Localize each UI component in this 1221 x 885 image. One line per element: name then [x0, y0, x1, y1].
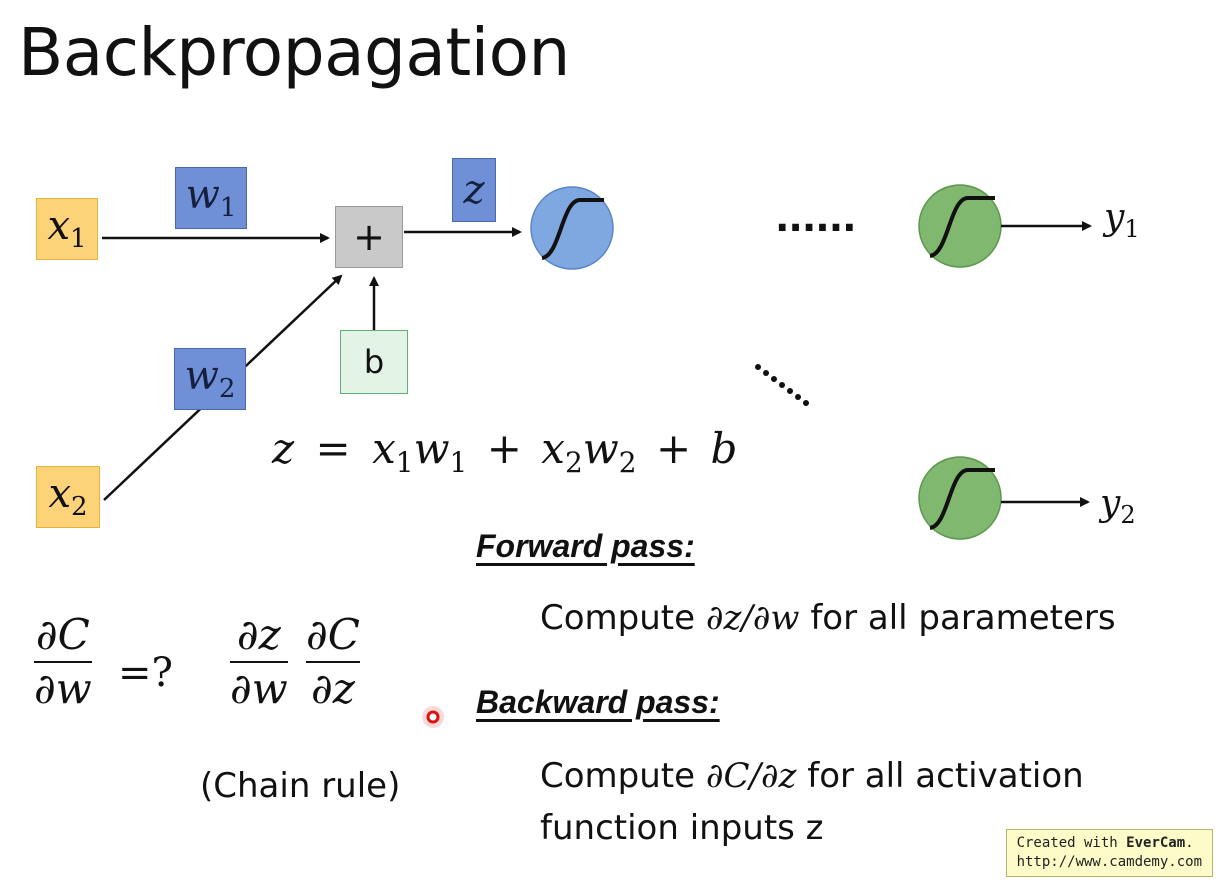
z-label: z	[463, 167, 485, 213]
z-box: z	[452, 158, 496, 222]
forward-pass-heading: Forward pass:	[476, 528, 695, 564]
weight-w2-box: w2	[174, 348, 246, 410]
evercam-watermark: Created with EverCam. http://www.camdemy…	[1005, 829, 1213, 877]
sum-node: +	[335, 206, 403, 268]
watermark-line2: http://www.camdemy.com	[1016, 854, 1202, 871]
backward-pass-heading: Backward pass:	[476, 684, 720, 720]
pointer-dot	[422, 706, 444, 728]
input-x1-box: x1	[36, 198, 98, 260]
sigmoid-neuron-output-1	[918, 184, 1002, 268]
weight-w2-label: w2	[184, 353, 236, 404]
equals-question: =?	[118, 650, 173, 696]
bias-box: b	[340, 330, 408, 394]
weight-w1-box: w1	[175, 167, 247, 229]
sigmoid-neuron-hidden	[530, 186, 614, 270]
input-x2-box: x2	[36, 466, 100, 528]
ellipsis-horizontal: ......	[775, 196, 857, 240]
output-y2-label: y2	[1100, 483, 1136, 529]
gradient-dC-dz: ∂C ∂z	[306, 610, 360, 714]
backward-pass-text-line1: Compute ∂C/∂z for all activation	[540, 756, 1084, 796]
backward-pass-text-line2: function inputs z	[540, 808, 824, 848]
bias-label: b	[363, 343, 385, 381]
z-equation: z = x1w1 + x2w2 + b	[272, 424, 738, 479]
sum-symbol: +	[353, 215, 385, 259]
ellipsis-diagonal	[755, 364, 809, 406]
gradient-dC-dw: ∂C ∂w	[34, 610, 92, 714]
input-x2-label: x2	[48, 471, 88, 522]
gradient-dz-dw: ∂z ∂w	[230, 610, 288, 714]
forward-pass-text: Compute ∂z/∂w for all parameters	[540, 598, 1116, 638]
chain-rule-label: (Chain rule)	[200, 766, 401, 806]
slide-title: Backpropagation	[18, 14, 570, 91]
input-x1-label: x1	[47, 203, 87, 254]
output-y1-label: y1	[1104, 197, 1140, 243]
watermark-line1: Created with EverCam.	[1016, 835, 1194, 852]
weight-w1-label: w1	[185, 172, 237, 223]
sigmoid-neuron-output-2	[918, 456, 1002, 540]
